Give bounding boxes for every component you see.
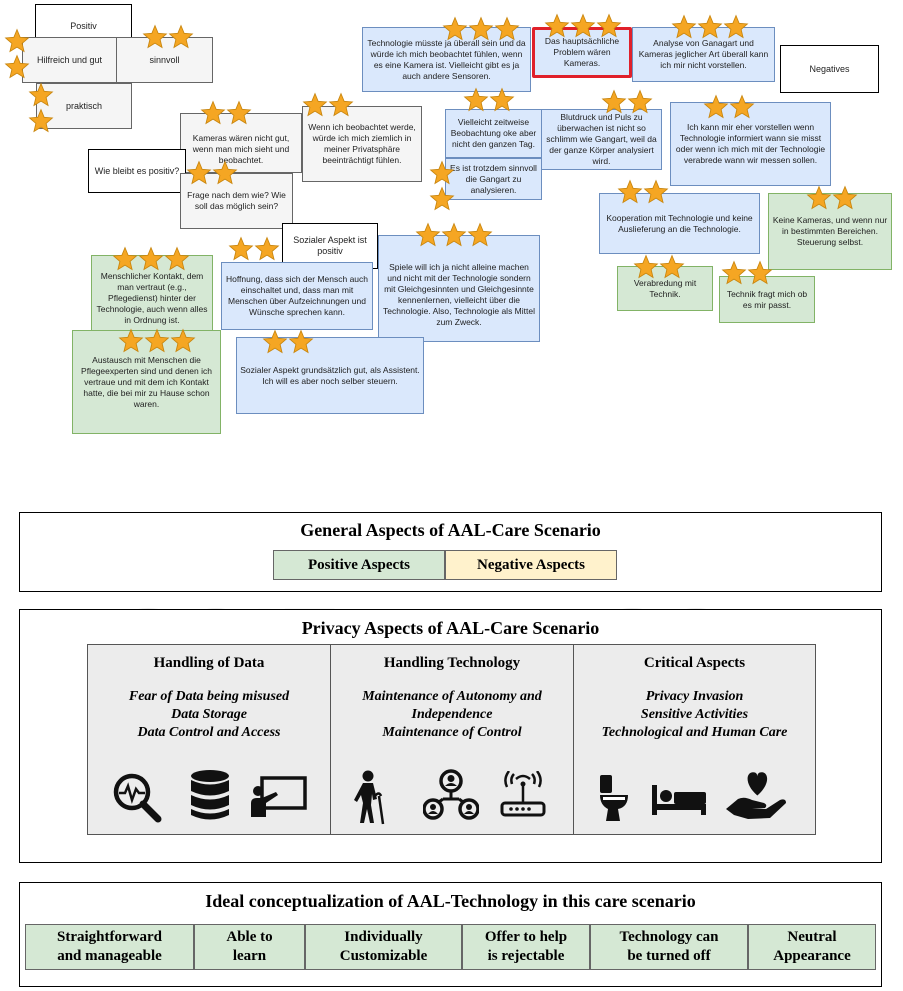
note-es-ist-trotzdem: Es ist trotzdem sinnvoll die Gangart zu …	[445, 158, 542, 200]
note-vorstellen-informiert: Ich kann mir eher vorstellen wenn Techno…	[670, 102, 831, 186]
note-hoffnung: Hoffnung, dass sich der Mensch auch eins…	[221, 262, 373, 330]
elderly-person-icon	[354, 770, 385, 825]
column-item: Data Control and Access	[137, 725, 281, 740]
note-vielleicht-zeitweise: Vielleicht zeitweise Beobachtung oke abe…	[445, 109, 542, 158]
column-item: Maintenance of Autonomy and	[362, 689, 542, 704]
privacy-aspects-panel: Privacy Aspects of AAL-Care Scenario Han…	[19, 609, 882, 863]
note-austausch: Austausch mit Menschen die Pflegeexperte…	[72, 330, 221, 434]
magnifier-analysis-icon	[113, 773, 162, 823]
ideal-item-able-to-learn: Able to learn	[194, 924, 305, 970]
presentation-icon	[251, 776, 307, 817]
column-item: Privacy Invasion	[645, 689, 744, 704]
ideal-item-line: be turned off	[627, 948, 711, 964]
ideal-item-line: is rejectable	[487, 948, 565, 964]
column-item: Fear of Data being misused	[128, 689, 290, 704]
note-sinnvoll: sinnvoll	[116, 37, 213, 83]
column-critical-aspects: Critical Aspects Privacy Invasion Sensit…	[574, 645, 815, 834]
column-items: Maintenance of Autonomy and Independence…	[331, 688, 573, 742]
note-kooperation: Kooperation mit Technologie und keine Au…	[599, 193, 760, 254]
note-sozialer-grundsaetzlich: Sozialer Aspekt grundsätzlich gut, als A…	[236, 337, 424, 414]
note-technologie-ueberall: Technologie müsste ja überall sein und d…	[362, 27, 531, 92]
note-negatives: Negatives	[780, 45, 879, 93]
column-item: Sensitive Activities	[640, 707, 749, 722]
negative-aspects-legend: Negative Aspects	[445, 550, 617, 580]
privacy-columns-box: Handling of Data Fear of Data being misu…	[87, 644, 816, 835]
ideal-item-customizable: Individually Customizable	[305, 924, 462, 970]
star-icon	[254, 236, 280, 262]
ideal-item-line: and manageable	[57, 948, 162, 964]
column-item: Technological and Human Care	[601, 725, 788, 740]
note-menschlicher-kontakt: Menschlicher Kontakt, dem man vertraut (…	[91, 255, 213, 331]
note-hilfreich-und-gut: Hilfreich und gut	[22, 37, 117, 83]
note-analyse-gangart: Analyse von Ganagart und Kameras jeglich…	[632, 27, 775, 82]
bed-icon	[652, 785, 706, 815]
ideal-item-straightforward: Straightforward and manageable	[25, 924, 194, 970]
ideal-item-line: Able to	[226, 929, 273, 945]
note-praktisch: praktisch	[36, 83, 132, 129]
database-icon	[191, 770, 229, 820]
wifi-router-icon	[500, 771, 546, 817]
privacy-aspects-title: Privacy Aspects of AAL-Care Scenario	[301, 618, 600, 638]
ideal-item-line: Customizable	[339, 948, 428, 964]
note-wie-bleibt-es-positiv: Wie bleibt es positiv?	[88, 149, 186, 193]
note-sozialer-aspekt-positiv: Sozialer Aspekt ist positiv	[282, 223, 378, 269]
ideal-item-offer-rejectable: Offer to help is rejectable	[462, 924, 590, 970]
general-aspects-panel: General Aspects of AAL-Care Scenario Pos…	[19, 512, 882, 592]
user-network-icon	[423, 769, 479, 820]
column-items: Privacy Invasion Sensitive Activities Te…	[574, 688, 815, 742]
ideal-conceptualization-title: Ideal conceptualization of AAL-Technolog…	[205, 891, 696, 911]
ideal-item-line: Appearance	[773, 948, 851, 964]
ideal-item-line: Technology can	[619, 929, 719, 945]
positive-aspects-legend: Positive Aspects	[273, 550, 445, 580]
column-items: Fear of Data being misused Data Storage …	[88, 688, 330, 742]
ideal-item-line: Neutral	[787, 929, 837, 945]
column-item: Data Storage	[171, 707, 247, 722]
note-keine-kameras: Keine Kameras, und wenn nur in bestimmte…	[768, 193, 892, 270]
note-problem-kameras: Das hauptsächliche Problem wären Kameras…	[532, 27, 632, 78]
star-icon	[228, 236, 254, 262]
stars-hoffnung	[228, 236, 280, 262]
ideal-item-line: Straightforward	[57, 929, 162, 945]
column-handling-of-data: Handling of Data Fear of Data being misu…	[88, 645, 331, 834]
note-blutdruck: Blutdruck und Puls zu überwachen ist nic…	[541, 109, 662, 170]
column-item: Independence	[411, 707, 493, 722]
column-item: Maintenance of Control	[382, 725, 522, 740]
column-title: Handling Technology	[383, 655, 521, 671]
ideal-item-line: Individually	[344, 929, 423, 945]
note-kameras-nicht-gut: Kameras wären nicht gut, wenn man mich s…	[180, 113, 302, 173]
ideal-item-turned-off: Technology can be turned off	[590, 924, 748, 970]
column-handling-technology: Handling Technology Maintenance of Auton…	[331, 645, 574, 834]
column-title: Handling of Data	[153, 655, 265, 671]
ideal-item-line: learn	[232, 948, 267, 964]
toilet-icon	[600, 775, 628, 821]
note-technik-fragt: Technik fragt mich ob es mir passt.	[719, 276, 815, 323]
ideal-item-line: Offer to help	[484, 929, 568, 945]
note-wenn-beobachtet: Wenn ich beobachtet werde, würde ich mic…	[302, 106, 422, 182]
general-aspects-title: General Aspects of AAL-Care Scenario	[300, 520, 601, 540]
note-verabredung: Verabredung mit Technik.	[617, 266, 713, 311]
ideal-item-neutral-appearance: Neutral Appearance	[748, 924, 876, 970]
caring-hand-heart-icon	[726, 772, 786, 819]
note-spiele: Spiele will ich ja nicht alleine machen …	[378, 235, 540, 342]
column-title: Critical Aspects	[643, 655, 746, 671]
note-frage-nach-dem-wie: Frage nach dem wie? Wie soll das möglich…	[180, 173, 293, 229]
